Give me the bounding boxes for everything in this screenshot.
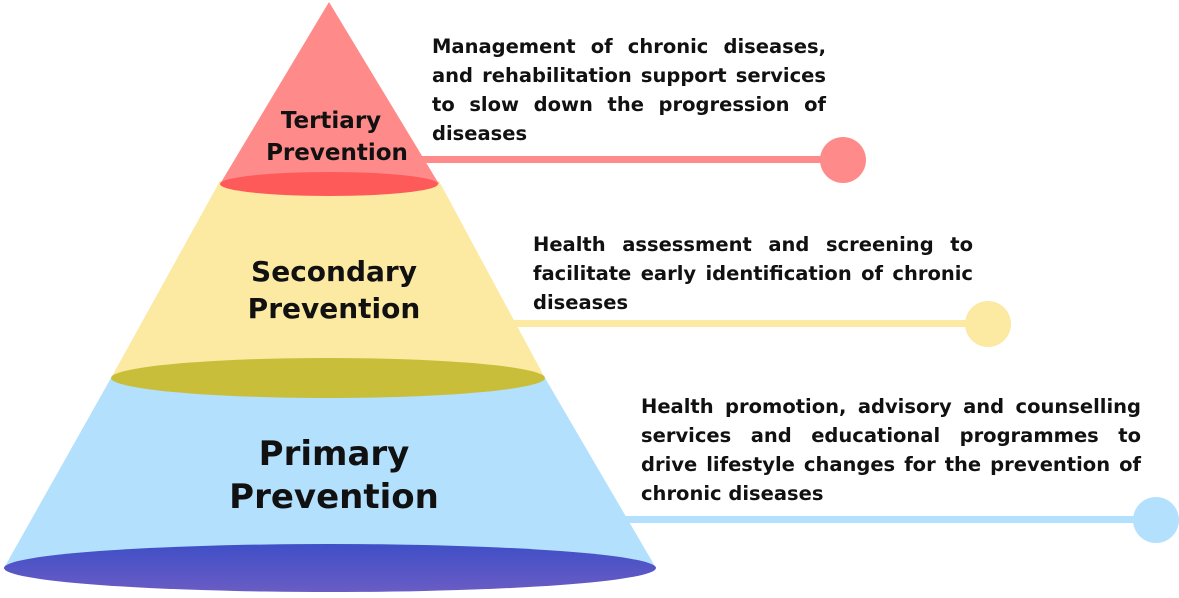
primary-connector-line [622,516,1158,523]
primary-tier-shape [4,378,656,568]
secondary-connector-dot [965,301,1011,347]
secondary-label-line1: Secondary [251,255,417,288]
primary-connector-dot [1133,497,1179,543]
primary-label-line1: Primary [259,434,410,474]
secondary-connector-line [512,320,990,327]
primary-description: Health promotion, advisory and counselli… [641,395,1141,505]
tertiary-description: Management of chronic diseases, and reha… [432,35,826,145]
secondary-base-ellipse [111,358,545,398]
tertiary-connector-dot [820,137,866,183]
tertiary-label-line2: Prevention [266,140,408,166]
tertiary-connector-line [420,156,845,163]
primary-label-line2: Prevention [229,477,439,517]
primary-base-ellipse [4,544,656,592]
secondary-description: Health assessment and screening to facil… [533,233,973,314]
secondary-label-line2: Prevention [248,292,421,325]
tertiary-label-line1: Tertiary [281,108,381,134]
tertiary-base-ellipse [220,172,438,196]
tertiary-tier-shape [220,2,439,184]
secondary-tier-shape [111,181,545,378]
